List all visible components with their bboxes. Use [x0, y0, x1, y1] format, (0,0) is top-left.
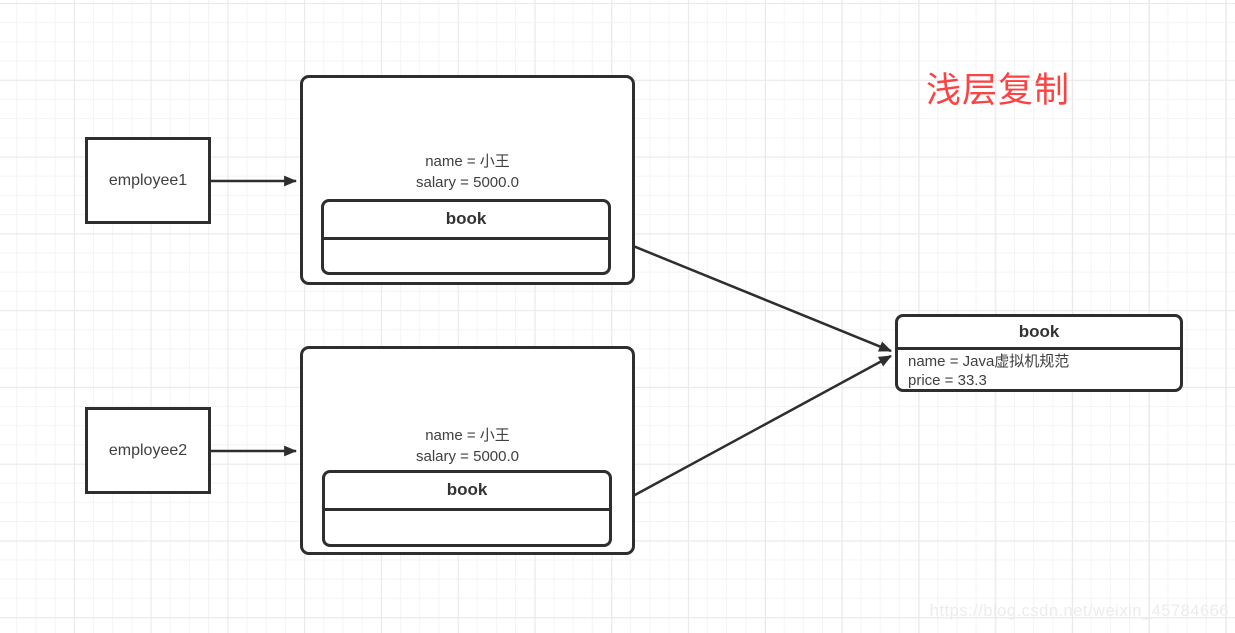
node-employee1: employee1 — [85, 137, 211, 224]
object2-book-header: book — [325, 473, 609, 511]
node-shared-book: book name = Java虚拟机规范 price = 33.3 — [895, 314, 1183, 392]
object1-name-field: name = 小王 — [425, 153, 510, 170]
object2-book-body — [325, 511, 609, 513]
shared-book-price-field: price = 33.3 — [908, 372, 987, 389]
object1-book-box: book — [321, 199, 611, 275]
arrow-object1-book-to-shared-book — [610, 235, 893, 353]
node-employee2: employee2 — [85, 407, 211, 494]
arrow-object2-book-to-shared-book — [610, 354, 892, 510]
employee1-label: employee1 — [108, 171, 188, 189]
object2-book-box: book — [322, 470, 612, 547]
object1-book-header: book — [324, 202, 608, 240]
object1-salary-field: salary = 5000.0 — [416, 174, 519, 191]
shared-book-name-field: name = Java虚拟机规范 — [908, 353, 1070, 370]
node-object1: name = 小王 salary = 5000.0 book — [300, 75, 635, 285]
object2-name-field: name = 小王 — [425, 427, 510, 444]
shared-book-header: book — [898, 317, 1180, 350]
shallow-copy-title: 浅层复制 — [926, 71, 1071, 110]
shared-book-body: name = Java虚拟机规范 price = 33.3 — [898, 350, 1180, 390]
node-object2: name = 小王 salary = 5000.0 book — [300, 346, 635, 555]
object1-book-body — [324, 240, 608, 242]
object2-fields: name = 小王 salary = 5000.0 — [303, 425, 632, 467]
object2-salary-field: salary = 5000.0 — [416, 448, 519, 465]
watermark-url: https://blog.csdn.net/weixin_45784666 — [929, 602, 1229, 620]
employee2-label: employee2 — [108, 441, 188, 459]
object1-fields: name = 小王 salary = 5000.0 — [303, 151, 632, 193]
